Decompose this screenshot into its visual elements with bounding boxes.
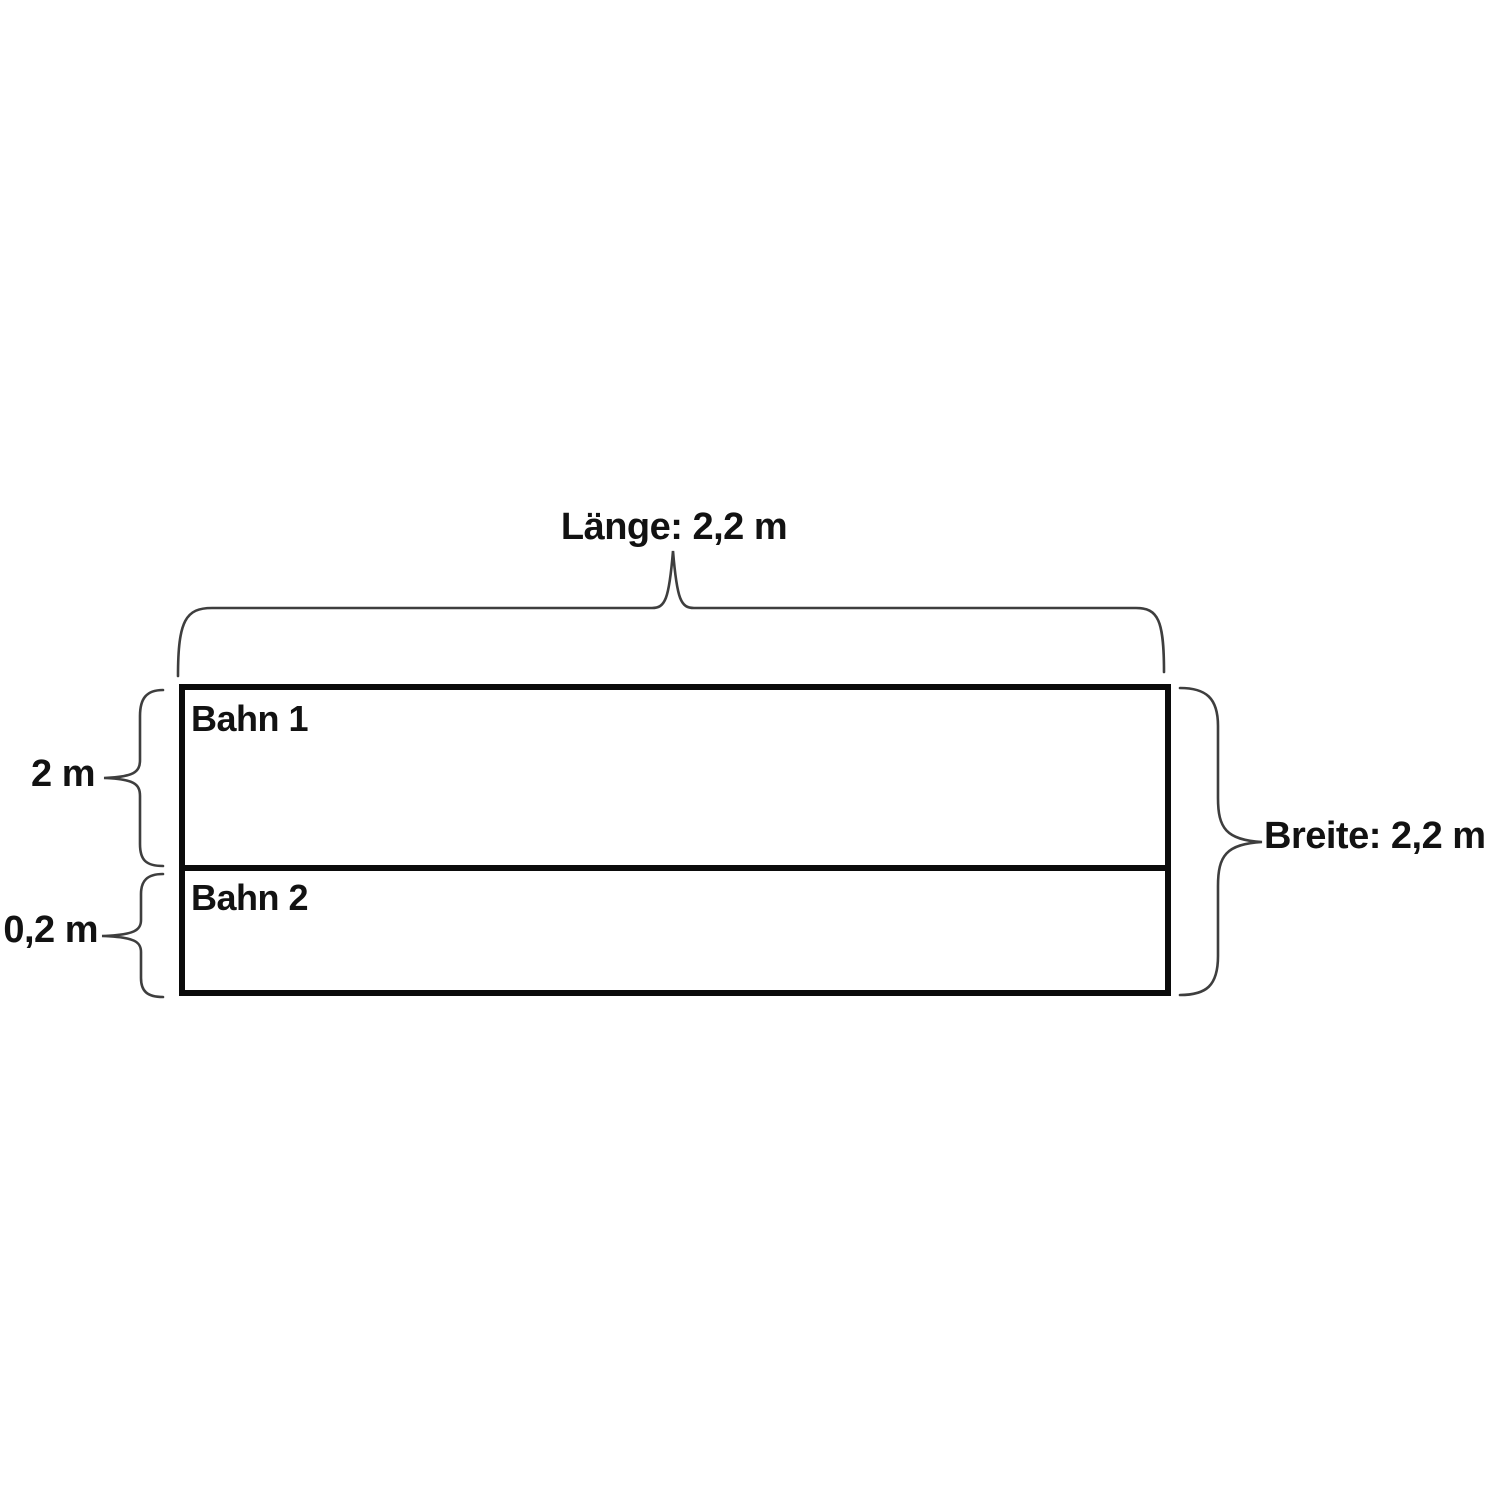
laenge-brace: [176, 550, 1166, 678]
lanes-rectangle: [179, 684, 1171, 996]
bahn2-height-brace: [101, 872, 165, 999]
lane2-label: Bahn 2: [191, 877, 309, 918]
bahn2-height-label: 0,2 m: [3, 909, 98, 951]
laenge-dimension-label: Länge: 2,2 m: [560, 506, 788, 548]
bahn1-height-brace: [103, 688, 165, 868]
breite-brace: [1178, 686, 1263, 997]
lane1-label: Bahn 1: [191, 698, 309, 739]
lane-divider: [185, 865, 1165, 871]
breite-dimension-label: Breite: 2,2 m: [1264, 815, 1486, 857]
bahn1-height-label: 2 m: [31, 753, 95, 795]
